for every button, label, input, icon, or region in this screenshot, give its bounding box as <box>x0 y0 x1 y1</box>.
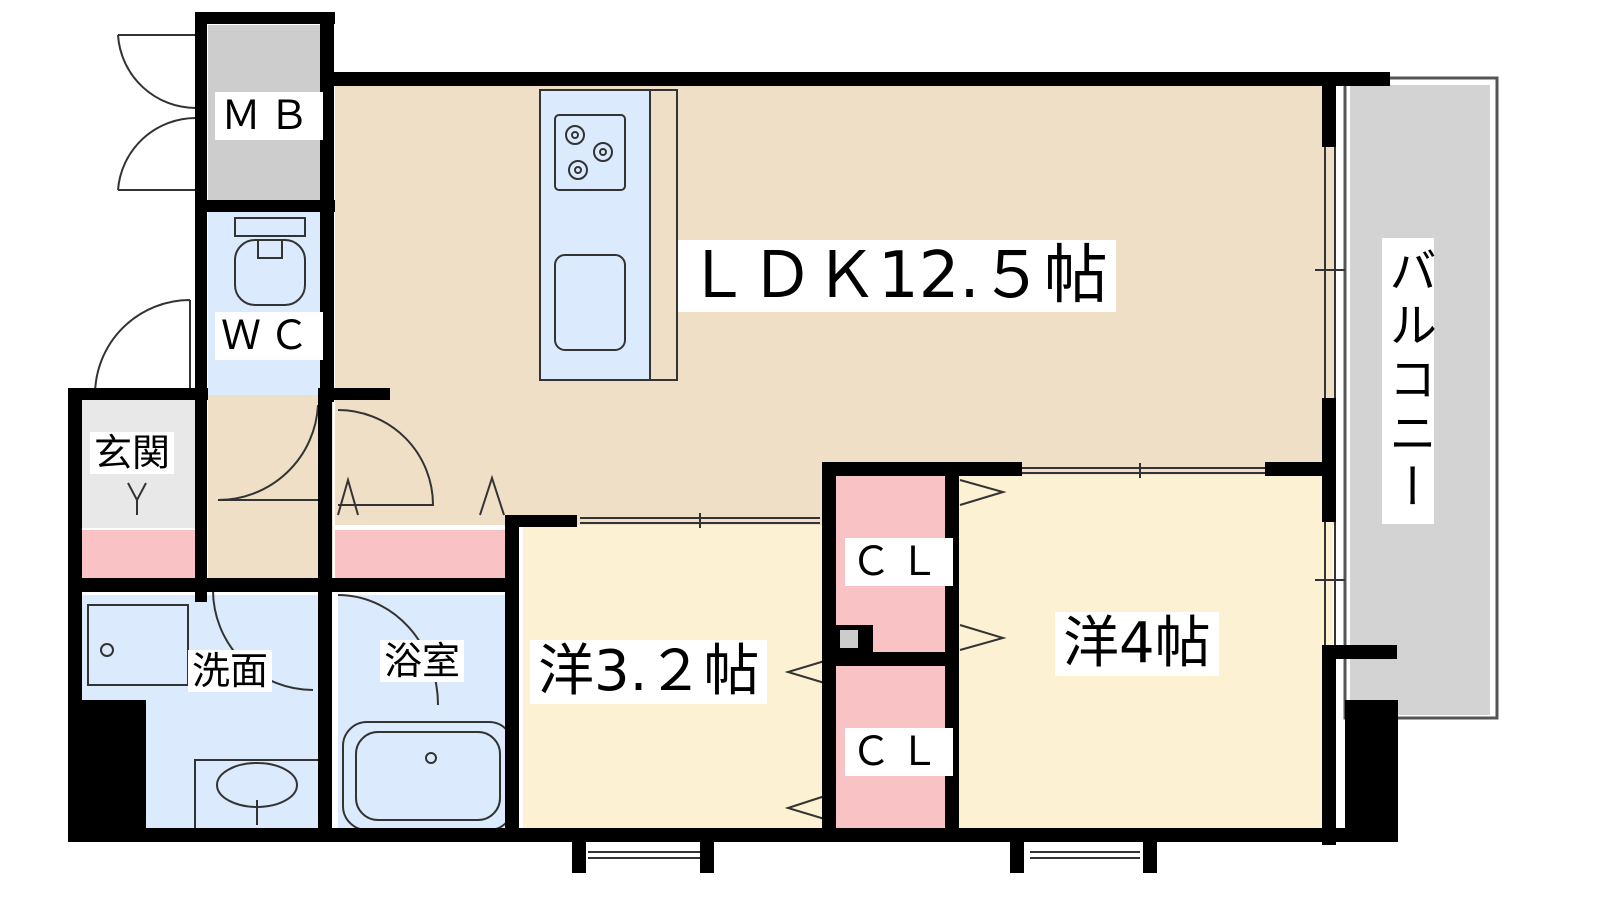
pipe-shaft <box>840 630 858 648</box>
western-room-b-label: 洋4帖 <box>1055 612 1219 676</box>
toilet-label: ＷＣ <box>215 312 323 360</box>
balcony-railing <box>1343 76 1499 720</box>
room-sash <box>580 463 1265 528</box>
toilet-icon <box>234 217 306 306</box>
bay-window-frames <box>588 851 1140 859</box>
ldk-label: ＬＤＫ12.５帖 <box>678 240 1116 312</box>
hall-floor <box>208 395 333 580</box>
bathroom-floor <box>338 595 518 840</box>
kitchen-upper-cabinet <box>649 89 678 381</box>
kitchen-sink-icon <box>554 254 626 351</box>
toilet-floor <box>208 205 333 395</box>
doors <box>94 34 1345 859</box>
bathroom-door <box>337 594 439 706</box>
bathroom-label: 浴室 <box>380 640 465 682</box>
entrance-door <box>94 299 191 396</box>
hall-door <box>337 409 435 506</box>
toilet-door <box>217 404 319 502</box>
western-room-a-label: 洋3.２帖 <box>530 640 768 704</box>
balcony-label: バルコニー <box>1380 238 1436 524</box>
closet-lower-label: ＣＬ <box>845 728 953 776</box>
washroom-label: 洗面 <box>188 650 273 692</box>
walls <box>68 12 1398 873</box>
kitchen-counter <box>539 89 651 381</box>
meter-box-door-upper <box>117 34 197 110</box>
balcony-sash <box>1315 145 1345 645</box>
meter-box-door-lower <box>117 116 197 191</box>
meter-box-label: ＭＢ <box>215 92 323 140</box>
closet-upper-label: ＣＬ <box>845 538 953 586</box>
entrance-label: 玄関 <box>90 432 175 474</box>
room-fills <box>80 25 1499 840</box>
washing-machine-icon <box>87 604 189 686</box>
entrance-arrow <box>127 482 147 515</box>
closet-door-marks <box>337 474 1007 821</box>
stove-icon <box>554 114 626 191</box>
